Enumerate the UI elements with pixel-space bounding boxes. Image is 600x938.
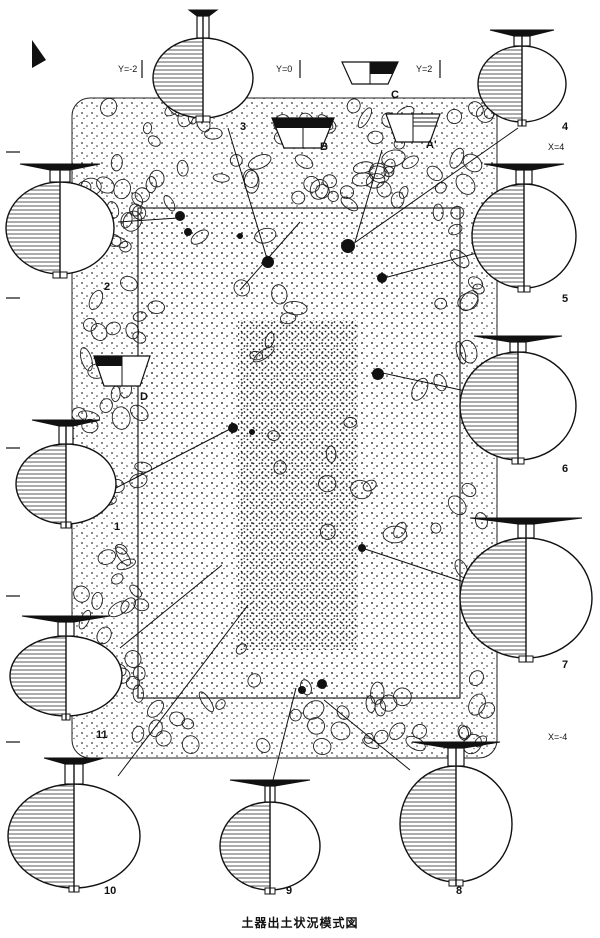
find-spots: [175, 211, 387, 694]
vessel-3: [152, 9, 254, 123]
bowl-label-D: D: [140, 391, 148, 403]
coord-label-x-minus-4: X=-4: [548, 732, 567, 742]
vessel-11: [9, 615, 123, 721]
vessel-label-4: 4: [562, 121, 569, 133]
bowl-B: [271, 117, 335, 149]
bowl-D: [93, 355, 151, 387]
vessel-label-6: 6: [562, 463, 568, 475]
vessel-1: [15, 419, 117, 529]
figure-caption: 土器出土状況模式図: [241, 916, 359, 930]
vessel-label-9: 9: [286, 885, 292, 897]
vessel-label-1: 1: [114, 521, 120, 533]
grid-ticks: [6, 60, 441, 743]
vessel-4: [477, 29, 567, 127]
vessel-label-10: 10: [104, 885, 116, 897]
vessel-label-2: 2: [104, 281, 110, 293]
vessel-8: [399, 741, 513, 887]
coord-label-y-0: Y=0: [276, 64, 292, 74]
vessel-7: [459, 517, 593, 663]
bowl-label-A: A': [426, 139, 437, 151]
vessel-10: [7, 757, 141, 893]
pit-center-fill: [238, 320, 358, 650]
vessel-label-3: 3: [240, 121, 246, 133]
bowl-label-C: C: [391, 89, 399, 101]
vessel-label-7: 7: [562, 659, 568, 671]
coord-label-y-minus-2: Y=-2: [118, 64, 137, 74]
coord-label-x-4: X=4: [548, 142, 564, 152]
vessel-2: [5, 163, 115, 279]
excavation-diagram: Y=-2 Y=0 Y=2 X=4 X=-4: [5, 9, 593, 897]
vessel-label-11: 11: [96, 729, 108, 741]
bowl-A: [385, 113, 441, 143]
bowl-C: [341, 61, 399, 85]
bowl-label-B: B: [320, 141, 328, 153]
vessel-label-8: 8: [456, 885, 462, 897]
vessel-6: [459, 335, 577, 465]
coord-label-y-2: Y=2: [416, 64, 432, 74]
vessel-9: [219, 779, 321, 895]
vessel-label-5: 5: [562, 293, 568, 305]
vessel-5: [471, 163, 577, 293]
north-arrow-icon: [32, 40, 46, 68]
